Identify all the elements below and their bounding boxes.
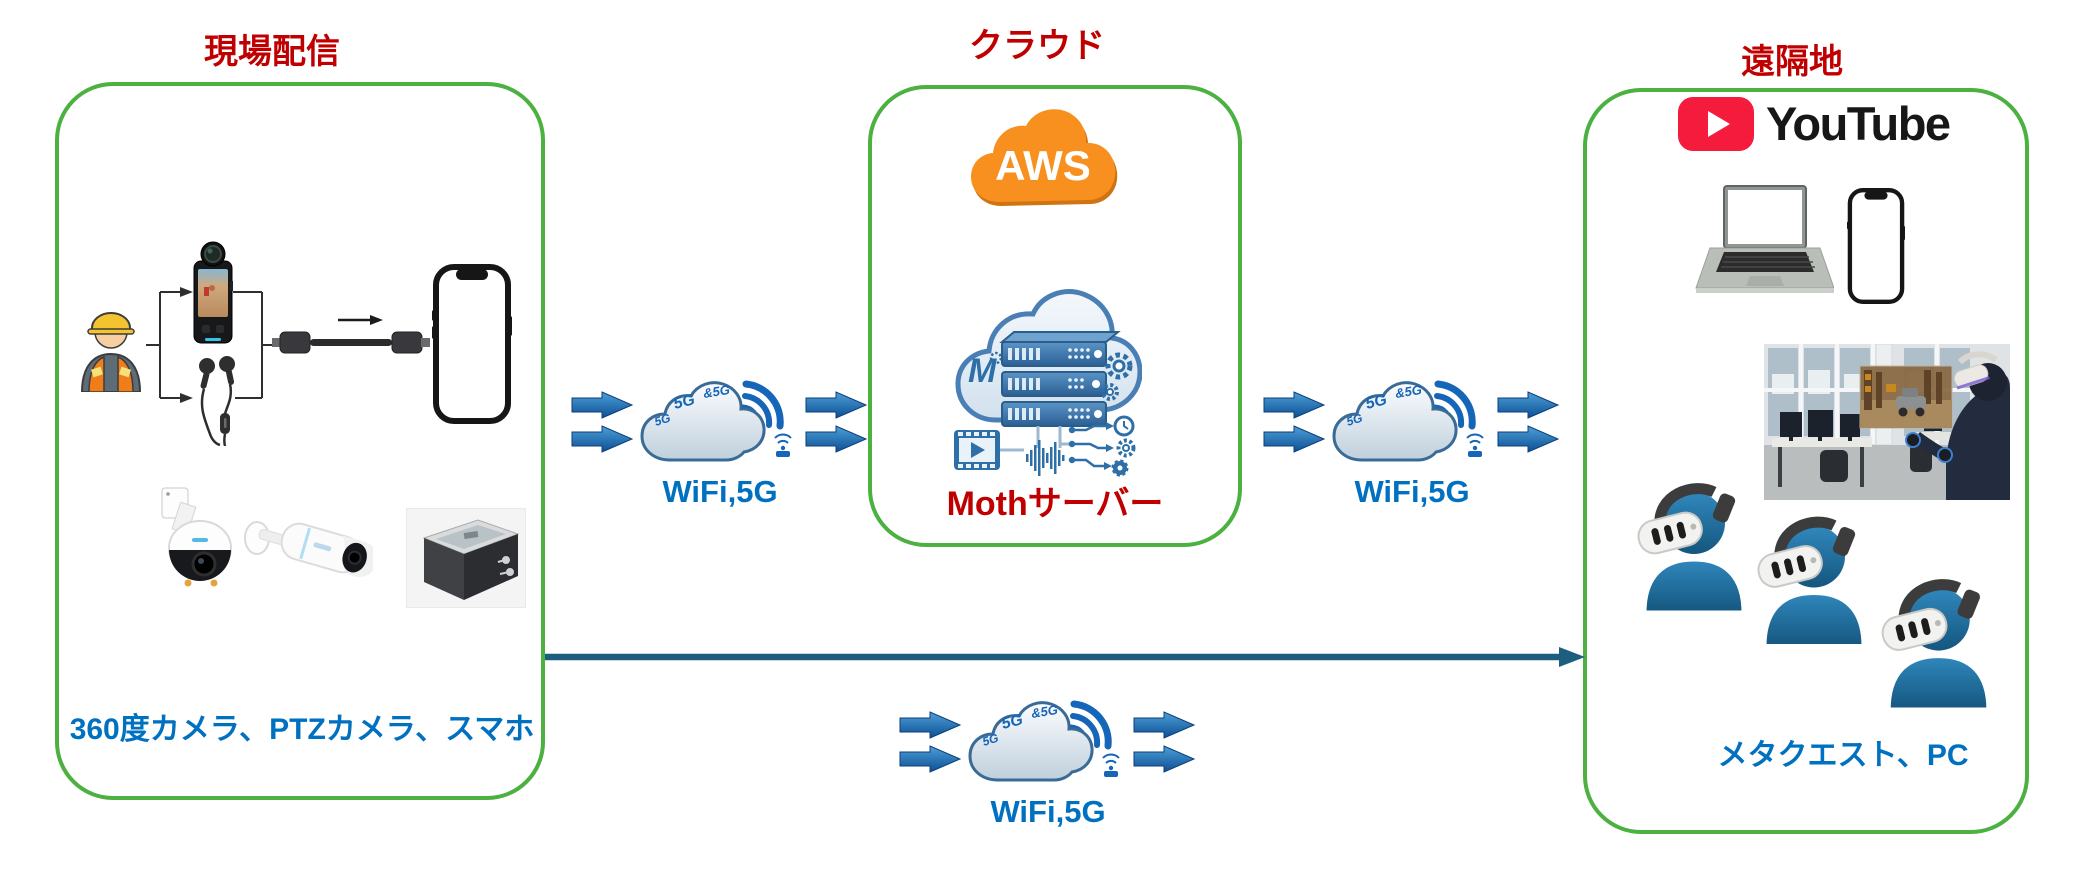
video-icon [954, 430, 1000, 470]
aws-logo: AWS [971, 109, 1118, 206]
audio-waveform-icon [1026, 440, 1065, 476]
mini-wifi-icon [1466, 433, 1484, 457]
svg-text:5G: 5G [1000, 711, 1025, 733]
server-rack [999, 331, 1121, 427]
direct-stream-arrow [545, 647, 1585, 667]
merge-connector-lines [233, 291, 276, 399]
worker-split-connector-lines [146, 287, 193, 403]
wifi-cloud-arrows-icon: 5G 5G &5G [899, 700, 1196, 782]
svg-text:5G: 5G [1364, 391, 1389, 413]
svg-text:5G: 5G [981, 731, 1001, 749]
ptz-dome-camera-icon [161, 487, 232, 587]
laptop-icon [1695, 185, 1834, 293]
wifi-5g-label: WiFi,5G [1354, 474, 1470, 509]
wifi-5g-label: WiFi,5G [990, 794, 1106, 829]
zone-title-onsite: 現場配信 [204, 33, 340, 71]
zone-title-cloud: クラウド [969, 27, 1105, 65]
moth-server-label: Mothサーバー [946, 485, 1164, 523]
usb-cable-icon [272, 315, 430, 354]
youtube-wordmark: YouTube [1766, 97, 1951, 150]
youtube-logo: YouTube [1678, 96, 1951, 151]
zone-box-onsite [55, 82, 545, 800]
wifi-5g-connector-left: 5G 5G &5G WiFi,5G [570, 362, 870, 522]
vr-user-icon [1637, 483, 1747, 613]
moth-logo-m: M [968, 352, 997, 390]
encoder-box-icon [406, 508, 526, 608]
zone-title-remote: 遠隔地 [1741, 43, 1843, 81]
remote-office-vr-photo [1764, 344, 2010, 500]
aws-logo-text: AWS [995, 142, 1091, 189]
earphones-icon [199, 356, 235, 446]
svg-text:5G: 5G [653, 411, 673, 429]
wifi-cloud-arrows-icon: 5G 5G &5G [571, 380, 868, 462]
remote-devices-caption: メタクエスト、PC [1717, 739, 1969, 772]
onsite-devices-caption: 360度カメラ、PTZカメラ、スマホ [69, 713, 535, 746]
smartphone-icon [432, 264, 512, 424]
svg-text:&5G: &5G [1030, 702, 1059, 721]
svg-text:5G: 5G [1345, 411, 1365, 429]
svg-text:&5G: &5G [702, 382, 731, 401]
svg-text:&5G: &5G [1394, 382, 1423, 401]
wifi-5g-connector-right: 5G 5G &5G WiFi,5G [1262, 362, 1562, 522]
mini-wifi-icon [774, 433, 792, 457]
camera-360-icon [193, 241, 233, 344]
youtube-play-icon [1678, 96, 1754, 151]
mini-wifi-icon [1102, 753, 1120, 777]
vr-user-icon [1757, 516, 1867, 648]
wifi-cloud-arrows-icon: 5G 5G &5G [1263, 380, 1560, 462]
smartphone-icon [1847, 188, 1905, 304]
wifi-5g-label: WiFi,5G [662, 474, 778, 509]
clock-icon [1113, 415, 1135, 437]
construction-worker-icon [80, 312, 142, 392]
vr-user-icon [1881, 579, 1992, 710]
moth-cloud-server-illustration: M [954, 289, 1142, 477]
small-gear-icons [1111, 438, 1136, 477]
ar-overlay [1859, 365, 1953, 429]
gear-icons [1101, 352, 1133, 401]
bullet-camera-icon [244, 521, 373, 577]
wifi-5g-connector-bottom: 5G 5G &5G WiFi,5G [898, 682, 1198, 842]
circuit-icon [1068, 422, 1114, 470]
svg-text:5G: 5G [672, 391, 697, 413]
